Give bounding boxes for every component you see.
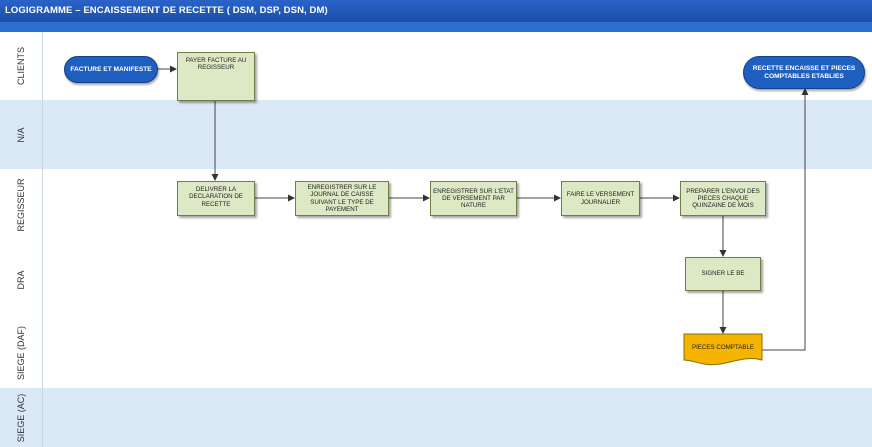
diagram-title: LOGIGRAMME – ENCAISSEMENT DE RECETTE ( D… (5, 5, 328, 16)
lane-label-clients: CLIENTS (16, 46, 26, 86)
process-versement-journalier: FAIRE LE VERSEMENT JOURNALIER (561, 181, 640, 216)
process-signer-be-label: SIGNER LE BE (701, 270, 745, 278)
process-payer-facture-label: PAYER FACTURE AU REGISSEUR (185, 57, 247, 72)
lane-siege-ac: SIEGE (AC) (0, 388, 872, 447)
title-bar: LOGIGRAMME – ENCAISSEMENT DE RECETTE ( D… (0, 0, 872, 23)
lane-header-na: N/A (0, 100, 43, 169)
lane-header-siege-daf: SIEGE (DAF) (0, 318, 43, 388)
process-signer-be: SIGNER LE BE (685, 257, 761, 291)
end-terminal-recette-encaisse: RECETTE ENCAISSE ET PIECES COMPTABLES ET… (743, 56, 865, 89)
lane-header-dra: DRA (0, 241, 43, 318)
process-preparer-envoi: PREPARER L'ENVOI DES PIECES CHAQUE QUINZ… (680, 181, 766, 216)
start-terminal-facture-manifeste: FACTURE ET MANIFESTE (64, 56, 158, 83)
title-sub-bar (0, 22, 872, 32)
process-delivrer-declaration: DELIVRER LA DECLARATION DE RECETTE (177, 181, 255, 216)
lane-header-regisseur: REGISSEUR (0, 169, 43, 241)
document-pieces-comptable: PIECES COMPTABLE (684, 334, 762, 360)
lane-label-siege-daf: SIEGE (DAF) (16, 325, 26, 381)
lane-label-na: N/A (16, 126, 26, 143)
start-terminal-label: FACTURE ET MANIFESTE (70, 65, 152, 73)
lane-na: N/A (0, 100, 872, 170)
lane-label-dra: DRA (16, 269, 26, 290)
process-enregistrer-etat: ENREGISTRER SUR L'ETAT DE VERSEMENT PAR … (430, 181, 517, 216)
process-payer-facture: PAYER FACTURE AU REGISSEUR (177, 52, 255, 101)
process-enregistrer-journal-label: ENREGISTRER SUR LE JOURNAL DE CAISSE SUI… (307, 183, 377, 213)
end-terminal-label: RECETTE ENCAISSE ET PIECES COMPTABLES ET… (752, 64, 856, 80)
process-enregistrer-etat-label: ENREGISTRER SUR L'ETAT DE VERSEMENT PAR … (433, 187, 514, 210)
lane-header-clients: CLIENTS (0, 32, 43, 100)
process-preparer-envoi-label: PREPARER L'ENVOI DES PIECES CHAQUE QUINZ… (686, 187, 760, 210)
document-pieces-comptable-label: PIECES COMPTABLE (691, 343, 755, 351)
process-versement-journalier-label: FAIRE LE VERSEMENT JOURNALIER (566, 191, 635, 206)
process-delivrer-declaration-label: DELIVRER LA DECLARATION DE RECETTE (189, 186, 243, 208)
process-enregistrer-journal: ENREGISTRER SUR LE JOURNAL DE CAISSE SUI… (295, 181, 389, 216)
lane-label-regisseur: REGISSEUR (16, 178, 26, 232)
lane-label-siege-ac: SIEGE (AC) (16, 393, 26, 442)
lane-header-siege-ac: SIEGE (AC) (0, 388, 43, 447)
